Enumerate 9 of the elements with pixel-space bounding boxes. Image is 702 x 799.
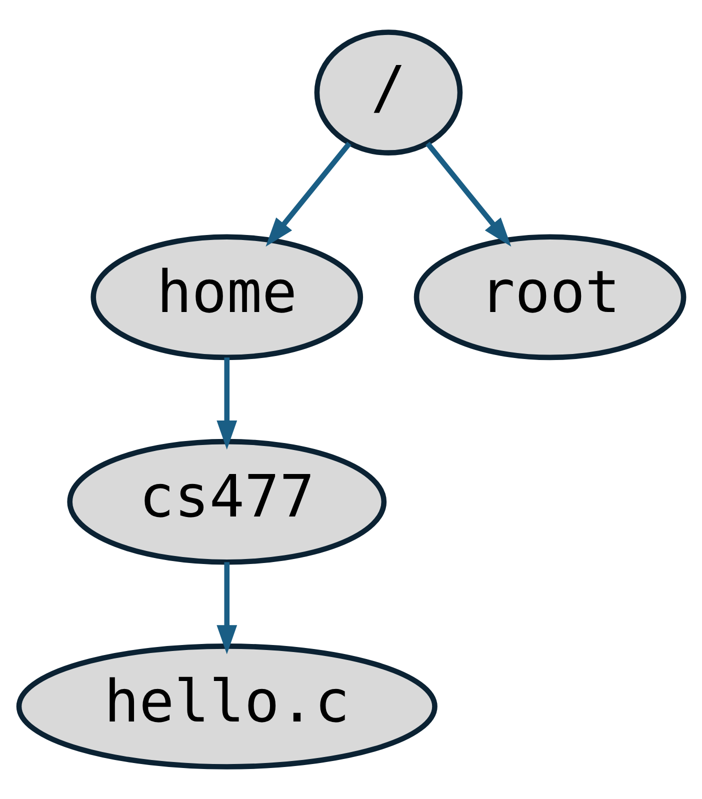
node-ellipse: root [414,234,686,360]
node-ellipse: home [90,234,364,360]
node-ellipse: hello.c [16,644,438,770]
arrow [266,142,352,247]
arrow [216,358,238,450]
node-ellipse: cs477 [67,438,387,565]
node-ellipse: / [314,30,463,156]
arrow [426,142,512,247]
arrow [216,562,238,654]
